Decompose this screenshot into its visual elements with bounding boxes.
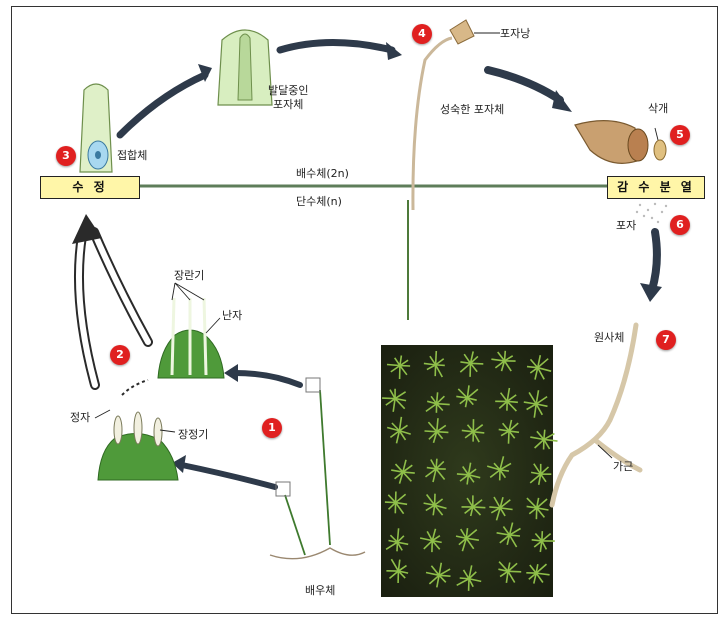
protonema-illustration	[552, 325, 640, 505]
arrow-gametophyte-to-antheridium	[182, 465, 275, 487]
zygote-illustration	[80, 84, 112, 172]
developing-sporophyte-illustration	[218, 30, 272, 105]
antheridium-illustration	[98, 412, 178, 480]
leader-lines	[95, 33, 658, 458]
step-badge-5: 5	[670, 125, 690, 145]
haploid-label: 단수체(n)	[296, 195, 342, 208]
spore-label: 포자	[616, 219, 636, 232]
mature-sporophyte-illustration	[408, 20, 474, 320]
step-badge-7: 7	[656, 330, 676, 350]
step-badge-2: 2	[110, 345, 130, 365]
egg-label: 난자	[222, 309, 242, 322]
zygote-label: 접합체	[117, 149, 147, 162]
step-badge-1: 1	[262, 418, 282, 438]
antheridium-label: 장정기	[178, 428, 208, 441]
arrow-mature-to-capsule	[488, 70, 560, 100]
meiosis-label: 감 수 분 열	[607, 176, 705, 199]
arrow-spore-to-protonema	[652, 232, 657, 290]
archegonium-label: 장란기	[174, 269, 204, 282]
mature-sporophyte-label: 성숙한 포자체	[440, 103, 504, 116]
step-badge-6: 6	[670, 215, 690, 235]
step-badge-3: 3	[56, 146, 76, 166]
protonema-label: 원사체	[594, 331, 624, 344]
archegonium-illustration	[158, 298, 224, 378]
gametophyte-label: 배우체	[305, 584, 335, 597]
gametophyte-illustration	[270, 378, 365, 559]
fertilization-label: 수 정	[40, 176, 140, 199]
step-badge-4: 4	[412, 24, 432, 44]
fertilization-arrows	[72, 214, 148, 395]
rhizoid-label: 가근	[613, 460, 633, 473]
capsule-label: 포자낭	[500, 27, 530, 40]
developing-sporophyte-line1: 발달중인	[268, 84, 308, 97]
diploid-label: 배수체(2n)	[296, 167, 349, 180]
arrow-gametophyte-to-archegonium	[235, 373, 300, 385]
arrow-zygote-to-developing	[120, 75, 205, 135]
capsule-illustration	[575, 121, 667, 224]
operculum-label: 삭개	[648, 102, 668, 115]
moss-photo	[381, 345, 558, 597]
sperm-label: 정자	[70, 411, 90, 424]
arrow-developing-to-mature	[280, 43, 392, 51]
developing-sporophyte-line2: 포자체	[273, 98, 303, 111]
